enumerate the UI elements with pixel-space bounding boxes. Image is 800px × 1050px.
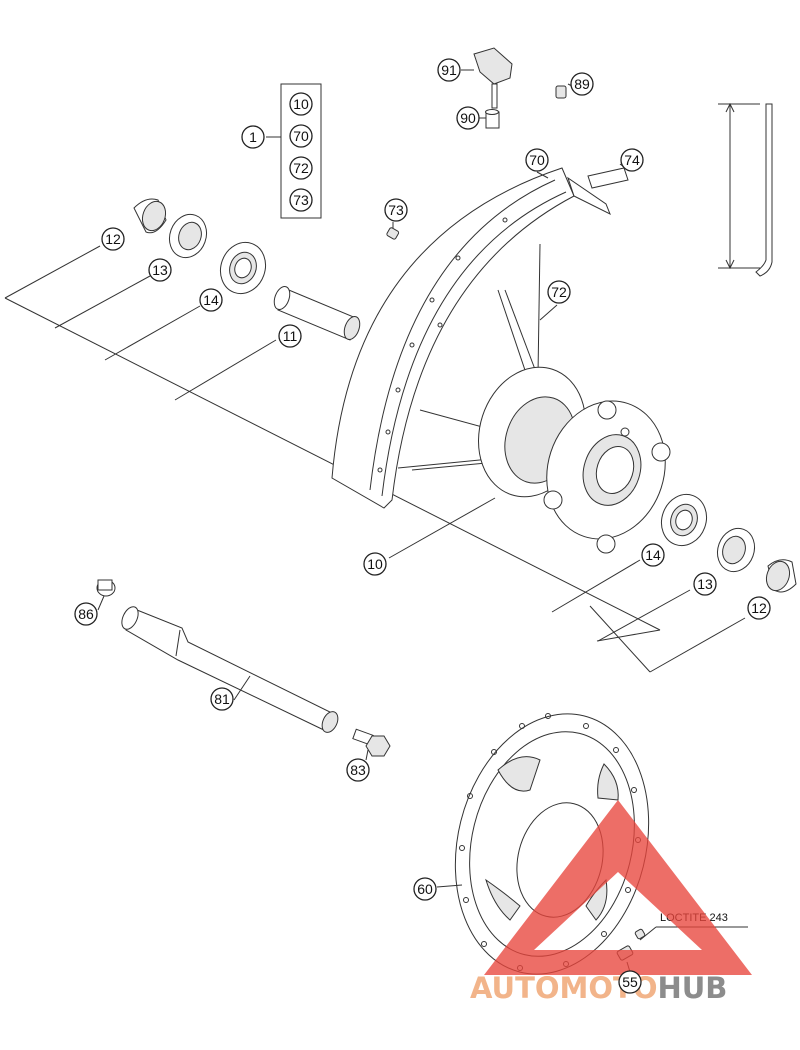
radial-seal-left [168,213,208,259]
callout-12-right: 12 [747,596,771,620]
svg-text:72: 72 [293,160,309,176]
svg-text:60: 60 [417,881,433,897]
svg-text:13: 13 [152,262,168,278]
spoke-nipple [386,227,400,240]
svg-text:11: 11 [283,328,298,344]
wheel-spindle [121,606,339,733]
shaft-seal-left [133,198,167,234]
svg-text:81: 81 [214,691,230,707]
svg-text:91: 91 [441,62,457,78]
svg-text:89: 89 [574,76,590,92]
svg-text:12: 12 [751,600,767,616]
svg-text:14: 14 [203,292,219,308]
svg-text:AUTOMOTOHUB: AUTOMOTOHUB [470,971,727,1005]
svg-text:73: 73 [293,192,309,208]
svg-text:12: 12 [105,231,121,247]
callout-81: 81 [210,687,234,711]
shaft-seal-right [765,559,797,593]
axis-lines [4,245,746,673]
svg-text:10: 10 [293,96,309,112]
svg-text:83: 83 [350,762,366,778]
callout-73-kit: 73 [289,188,313,212]
callout-14-right: 14 [641,543,665,567]
callout-10: 10 [363,552,387,576]
callout-73: 73 [384,198,408,222]
valve-cap [473,47,513,85]
callout-13-right: 13 [693,572,717,596]
valve-insert [555,85,567,99]
callout-12-left: 12 [101,227,125,251]
distance-bushing [273,285,361,341]
wheel-hub [478,366,671,554]
kit-bracket [266,83,322,219]
callout-1: 1 [241,125,265,149]
svg-text:86: 86 [78,606,94,622]
axle-screw [352,728,391,757]
callout-91: 91 [437,58,461,82]
callout-90: 90 [456,106,480,130]
callout-72: 72 [547,280,571,304]
rim-holes [377,217,508,473]
callout-70-kit: 70 [289,124,313,148]
watermark-triangle-icon [484,800,752,975]
svg-text:70: 70 [529,152,545,168]
valve-stem [491,83,498,109]
callout-60: 60 [413,877,437,901]
svg-text:72: 72 [551,284,567,300]
svg-text:55: 55 [622,974,638,990]
callout-10-kit: 10 [289,92,313,116]
callout-72-kit: 72 [289,156,313,180]
callout-55: 55 [618,970,642,994]
radial-seal-right [716,527,756,573]
wheel-rim [331,167,611,509]
svg-text:73: 73 [388,202,404,218]
callout-11: 11 [278,324,302,348]
svg-text:74: 74 [624,152,640,168]
svg-text:10: 10 [367,556,383,572]
callout-74: 74 [620,148,644,172]
rim-tape [587,167,629,189]
callout-89: 89 [570,72,594,96]
callout-83: 83 [346,758,370,782]
valve-nut [485,109,500,129]
svg-text:1: 1 [249,129,257,145]
svg-text:14: 14 [645,547,661,563]
svg-text:13: 13 [697,576,713,592]
spoke-dimension [718,102,773,277]
svg-text:90: 90 [460,110,476,126]
axle-spacer [96,579,116,597]
callout-13-left: 13 [148,258,172,282]
svg-text:70: 70 [293,128,309,144]
callout-86: 86 [74,602,98,626]
ball-bearing-right [660,493,708,547]
ball-bearing-left [219,241,267,295]
callout-14-left: 14 [199,288,223,312]
callout-70: 70 [525,148,549,172]
